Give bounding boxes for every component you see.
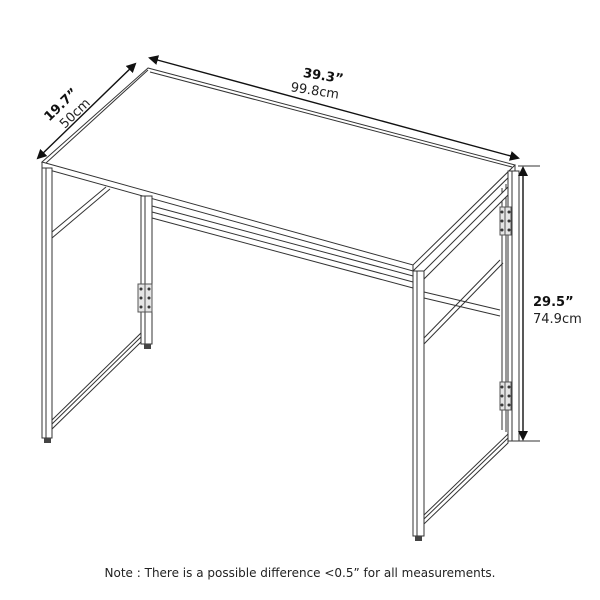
measurement-note: Note : There is a possible difference <0… (104, 566, 496, 580)
hinge-icon (499, 206, 512, 236)
width-inches: 39.3” (302, 66, 344, 87)
hinge-icon (499, 381, 512, 411)
back-rail (151, 205, 501, 317)
back-left-leg (137, 195, 153, 349)
table-top (40, 67, 516, 272)
height-cm: 74.9cm (533, 312, 582, 327)
left-side-frame (41, 167, 142, 443)
dimension-height: 29.5” 74.9cm (518, 165, 582, 442)
height-inches: 29.5” (533, 295, 574, 310)
